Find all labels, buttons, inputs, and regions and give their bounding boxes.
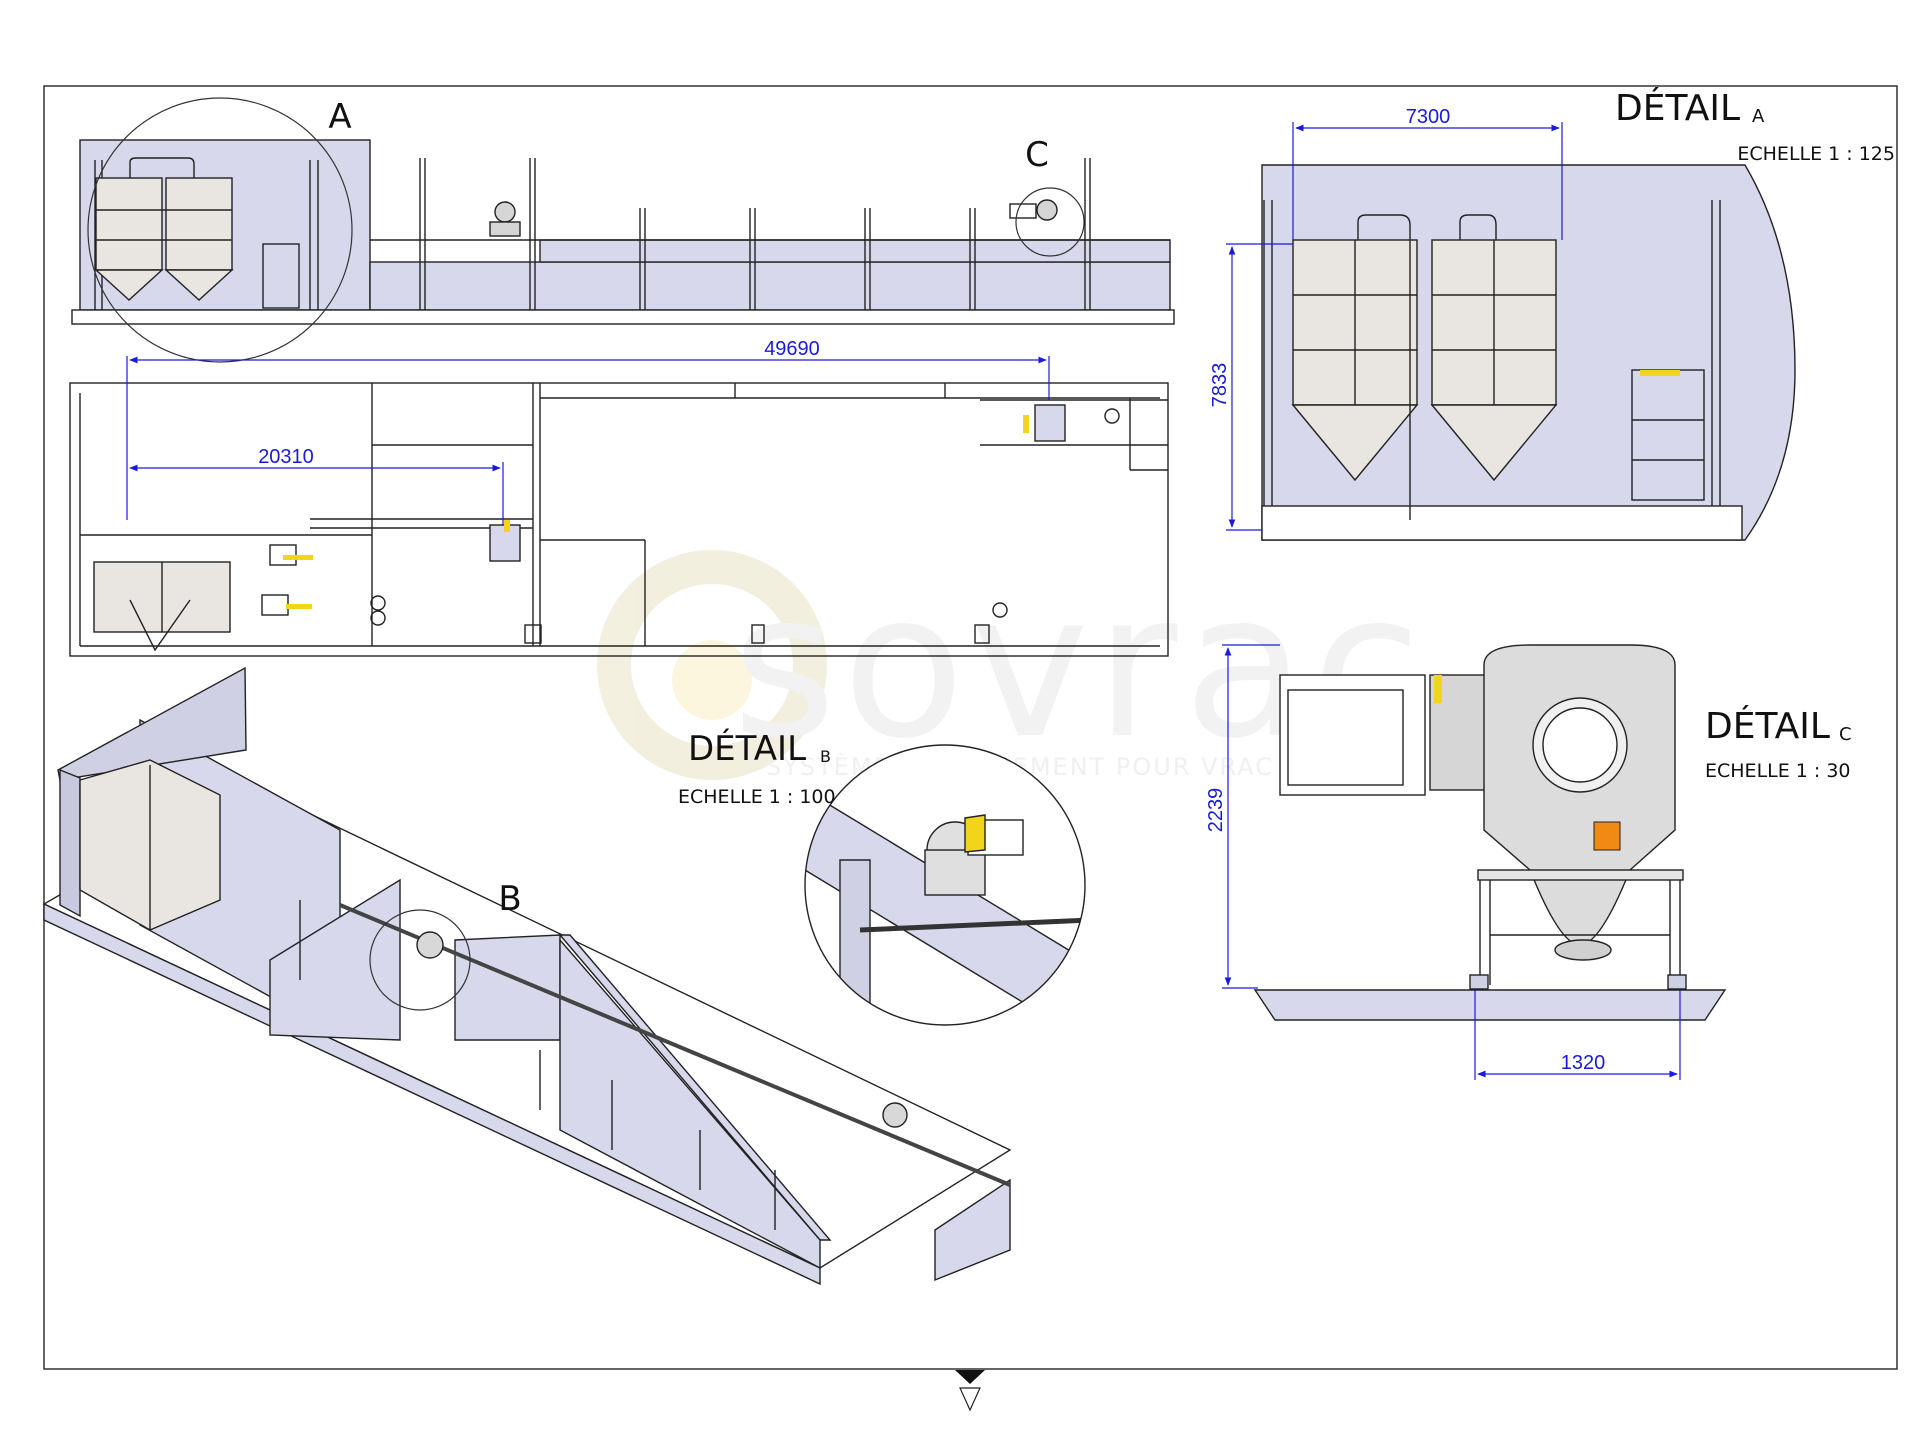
detail-c-view [1253,644,1727,1021]
dimension-frame-width [1474,990,1681,1080]
isometric-view [42,666,1012,1286]
dimension-silo-span [1292,122,1563,240]
callout-c-label: C [1025,135,1049,175]
detail-b-letter: B [820,747,831,766]
detail-b-title-block: DÉTAIL B ECHELLE 1 : 100 [678,728,836,808]
detail-b-title: DÉTAIL [688,728,806,769]
dimension-unit-height [1222,644,1280,989]
detail-a-title: DÉTAIL [1615,87,1740,129]
detail-a-letter: A [1752,106,1765,127]
dim-overall-length: 49690 [764,338,820,360]
detail-c-accents [1434,675,1621,851]
dimension-silo-height [1226,243,1293,531]
dimension-overall-length [126,356,1050,520]
detail-b-callout-circle [369,909,471,1011]
detail-b-magnified-view [804,744,1086,1026]
detail-a-view [1261,164,1796,541]
detail-c-title: DÉTAIL [1705,705,1830,747]
detail-c-title-block: DÉTAIL C ECHELLE 1 : 30 [1705,705,1852,782]
dim-unit-height: 2239 [1205,788,1227,833]
detail-c-letter: C [1839,724,1852,745]
detail-a-yellow-accent [1640,370,1680,376]
callout-b-label: B [498,879,521,919]
dim-bag-station-offset: 20310 [258,446,314,468]
callout-a-label: A [328,97,351,137]
dim-silo-height: 7833 [1209,363,1231,408]
dim-silo-span: 7300 [1406,106,1451,128]
dimension-bag-station-offset [129,462,504,525]
side-elevation-view [71,139,1175,325]
plan-view [69,382,1169,657]
sheet-center-marker [955,1370,985,1412]
watermark: sovrac SYSTÈME D'ÉQUIPEMENT POUR VRAC [597,550,1422,783]
detail-a-title-block: DÉTAIL A ECHELLE 1 : 125 [1615,87,1895,165]
detail-c-scale: ECHELLE 1 : 30 [1705,760,1851,782]
dim-frame-width: 1320 [1561,1052,1606,1074]
detail-b-scale: ECHELLE 1 : 100 [678,786,836,808]
plan-yellow-accents [283,415,1029,609]
sheet-border [43,85,1898,1370]
detail-c-callout-circle [1015,187,1085,257]
detail-a-scale: ECHELLE 1 : 125 [1737,143,1895,165]
